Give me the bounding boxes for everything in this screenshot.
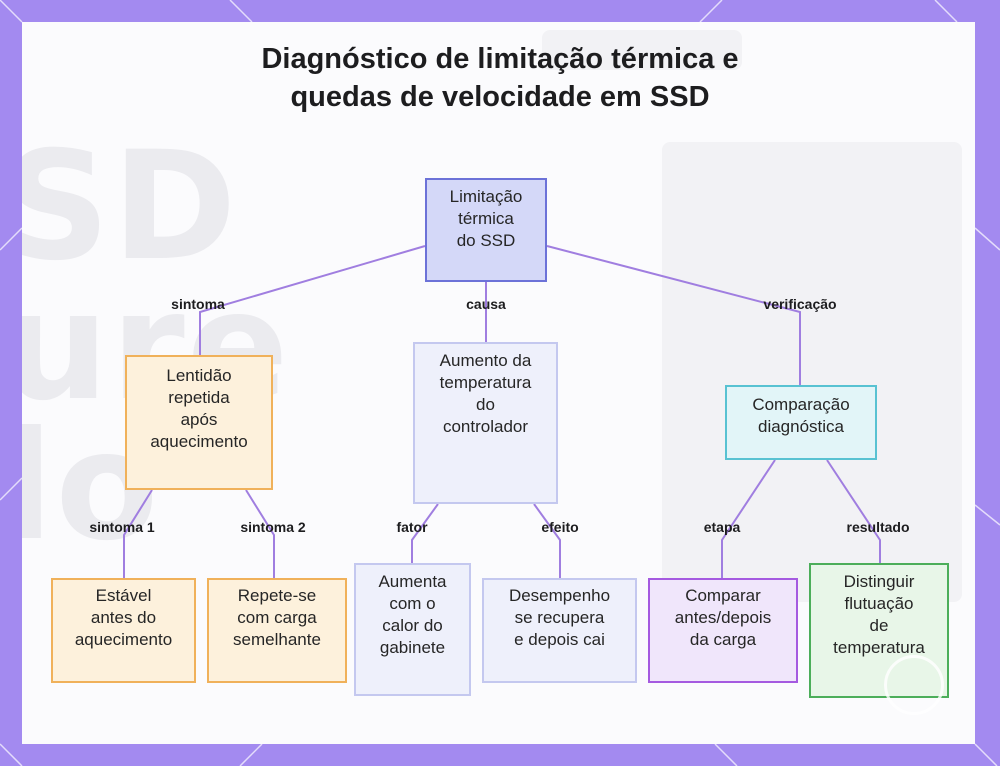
node-resultado-label: Distinguir flutuação de temperatura	[833, 572, 925, 657]
background-photo-block	[662, 142, 962, 602]
node-etapa-label: Comparar antes/depois da carga	[674, 586, 772, 649]
node-sintoma-1-label: Estável antes do aquecimento	[74, 586, 173, 649]
title-line-1: Diagnóstico de limitação térmica e	[261, 43, 739, 75]
node-sintoma-2: Repete-se com carga semelhante	[207, 578, 347, 683]
node-cause-label: Aumento da temperatura do controlador	[439, 351, 532, 436]
node-sintoma-2-label: Repete-se com carga semelhante	[233, 586, 321, 649]
edge-cause-c1	[411, 503, 439, 563]
node-root: Limitação térmica do SSD	[425, 178, 547, 282]
node-efeito: Desempenho se recupera e depois cai	[482, 578, 637, 683]
diagram-title: Diagnóstico de limitação térmica e queda…	[0, 40, 1000, 116]
edge-label-fator: fator	[396, 519, 428, 535]
background-photo-block	[542, 30, 742, 70]
node-sintoma-1: Estável antes do aquecimento	[51, 578, 196, 683]
node-fator: Aumenta com o calor do gabinete	[354, 563, 471, 696]
edge-symptom-s2	[245, 489, 275, 578]
node-fator-label: Aumenta com o calor do gabinete	[378, 572, 447, 657]
edge-label-causa: causa	[466, 296, 506, 312]
node-verify-label: Comparação diagnóstica	[752, 395, 850, 436]
node-etapa: Comparar antes/depois da carga	[648, 578, 798, 683]
edge-cause-c2	[533, 503, 561, 578]
node-root-label: Limitação térmica do SSD	[449, 187, 523, 250]
edge-label-etapa: etapa	[703, 519, 741, 535]
edge-label-sintoma: sintoma	[171, 296, 225, 312]
edge-label-sintoma-2: sintoma 2	[240, 519, 306, 535]
node-symptom: Lentidão repetida após aquecimento	[125, 355, 273, 490]
edge-label-resultado: resultado	[846, 519, 910, 535]
edge-label-verificacao: verificação	[763, 296, 837, 312]
edge-root-symptom	[199, 245, 426, 357]
node-cause: Aumento da temperatura do controlador	[413, 342, 558, 504]
watermark-logo	[884, 655, 944, 715]
edge-label-efeito: efeito	[541, 519, 579, 535]
edge-verify-v1	[721, 459, 776, 578]
title-line-2: quedas de velocidade em SSD	[290, 81, 710, 113]
edge-verify-v2	[826, 459, 881, 563]
background-text-1: SD	[22, 120, 239, 294]
node-efeito-label: Desempenho se recupera e depois cai	[508, 586, 611, 649]
edge-root-verify	[546, 245, 801, 385]
node-symptom-label: Lentidão repetida após aquecimento	[150, 366, 248, 451]
node-verify: Comparação diagnóstica	[725, 385, 877, 460]
edge-symptom-s1	[123, 489, 153, 578]
edge-label-sintoma-1: sintoma 1	[89, 519, 155, 535]
